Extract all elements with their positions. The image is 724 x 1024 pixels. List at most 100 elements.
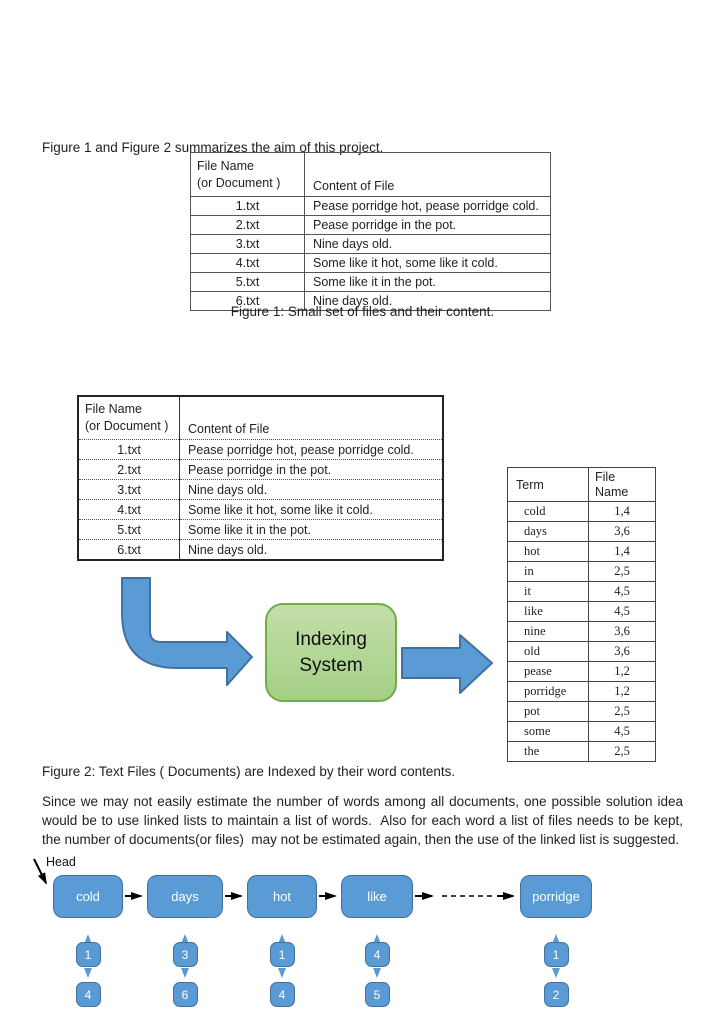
file-list-cell: 3,6 (588, 521, 656, 542)
indexing-system-box: Indexing System (265, 603, 397, 702)
header-line2: (or Document ) (85, 419, 169, 433)
term-cell: some (507, 721, 589, 742)
file-list-cell: 2,5 (588, 701, 656, 722)
figure1-header-content: Content of File (304, 152, 551, 197)
file-content-cell: Pease porridge in the pot. (304, 215, 551, 235)
file-number-box: 1 (269, 942, 295, 967)
file-list-cell: 1,4 (588, 541, 656, 562)
file-number-box: 3 (172, 942, 198, 967)
body-paragraph: Since we may not easily estimate the num… (42, 794, 687, 847)
list-node-hot: hot (247, 875, 317, 918)
file-list-cell: 4,5 (588, 581, 656, 602)
file-content-cell: Some like it in the pot. (179, 519, 443, 540)
term-cell: like (507, 601, 589, 622)
term-cell: days (507, 521, 589, 542)
file-list-cell: 1,4 (588, 501, 656, 522)
file-name-cell: 1.txt (190, 196, 305, 216)
file-list-cell: 3,6 (588, 621, 656, 642)
figure2-header-filename: File Name (or Document ) (78, 396, 180, 440)
list-node-like: like (341, 875, 413, 918)
linked-list-connectors (33, 858, 560, 978)
figure1-table: File Name (or Document ) Content of File… (190, 152, 551, 311)
file-content-cell: Nine days old. (179, 539, 443, 560)
file-list-cell: 1,2 (588, 681, 656, 702)
file-content-cell: Pease porridge hot, pease porridge cold. (304, 196, 551, 216)
file-content-cell: Nine days old. (179, 479, 443, 500)
file-name-cell: 6.txt (78, 539, 180, 560)
file-number-box: 2 (543, 982, 569, 1007)
term-cell: pease (507, 661, 589, 682)
file-list-cell: 4,5 (588, 601, 656, 622)
figure1-table-header-row: File Name (or Document ) Content of File (190, 152, 551, 197)
file-number-box: 4 (269, 982, 295, 1007)
file-content-cell: Nine days old. (304, 291, 551, 311)
head-label: Head (46, 855, 76, 869)
file-list-cell: 4,5 (588, 721, 656, 742)
term-cell: porridge (507, 681, 589, 702)
term-cell: it (507, 581, 589, 602)
header-line2: Name (595, 484, 629, 499)
term-cell: cold (507, 501, 589, 522)
file-list-cell: 2,5 (588, 561, 656, 582)
figure1-caption: Figure 1: Small set of files and their c… (230, 304, 495, 319)
figure1-header-filename: File Name (or Document ) (190, 152, 305, 197)
file-number-box: 4 (364, 942, 390, 967)
file-name-cell: 6.txt (190, 291, 305, 311)
header-line1: File Name (197, 158, 254, 173)
file-name-cell: 4.txt (190, 253, 305, 273)
file-name-cell: 5.txt (190, 272, 305, 292)
header-line1: File (595, 469, 616, 484)
figure2-files-table: File Name (or Document ) Content of File… (77, 395, 444, 561)
file-name-cell: 4.txt (78, 499, 180, 520)
right-arrow-icon (401, 634, 493, 694)
file-number-box: 1 (75, 942, 101, 967)
list-node-days: days (147, 875, 223, 918)
term-table-header-row: Term File Name (507, 467, 656, 502)
header-line2: (or Document ) (197, 175, 281, 190)
indexing-system-line2: System (299, 654, 363, 676)
term-header: Term (507, 467, 589, 502)
file-number-box: 6 (172, 982, 198, 1007)
figure2-caption: Figure 2: Text Files ( Documents) are In… (42, 764, 456, 779)
filename-header: File Name (588, 467, 656, 502)
intro-text: Figure 1 and Figure 2 summarizes the aim… (42, 139, 384, 155)
term-cell: old (507, 641, 589, 662)
list-node-cold: cold (53, 875, 123, 918)
file-name-cell: 2.txt (190, 215, 305, 235)
file-content-cell: Some like it in the pot. (304, 272, 551, 292)
file-name-cell: 5.txt (78, 519, 180, 540)
file-content-cell: Some like it hot, some like it cold. (179, 499, 443, 520)
file-content-cell: Nine days old. (304, 234, 551, 254)
term-cell: hot (507, 541, 589, 562)
file-content-cell: Some like it hot, some like it cold. (304, 253, 551, 273)
file-name-cell: 1.txt (78, 439, 180, 460)
list-node-porridge: porridge (520, 875, 592, 918)
term-cell: pot (507, 701, 589, 722)
term-cell: nine (507, 621, 589, 642)
head-arrow-icon (33, 858, 47, 885)
indexing-system-line1: Indexing (295, 628, 367, 650)
elbow-arrow-icon (121, 577, 253, 686)
